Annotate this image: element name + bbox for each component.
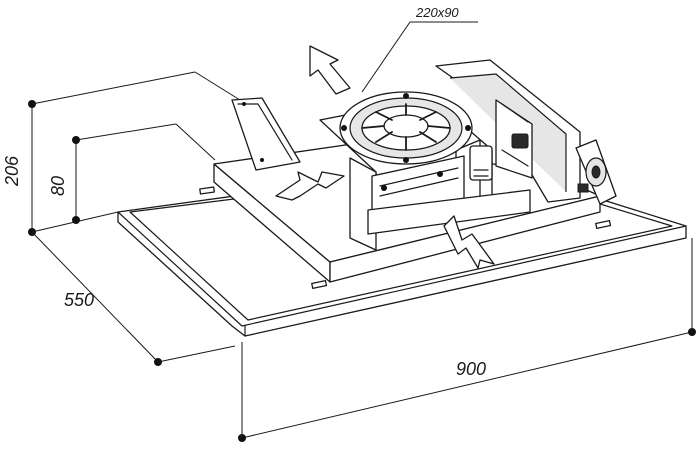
fan-blades (361, 103, 451, 151)
airflow-outline-arrow (309, 45, 351, 95)
left-bracket-plate (231, 97, 301, 171)
ext-line (175, 123, 216, 161)
left-bracket (231, 97, 301, 171)
motor-connector (469, 145, 493, 181)
dim-label-206: 206 (2, 155, 22, 187)
base-panel-top-edge (117, 211, 687, 327)
motor-housing (319, 91, 531, 251)
dim-dot (72, 216, 80, 224)
ext-line (157, 345, 236, 363)
right-bracket (435, 59, 581, 203)
screw (341, 125, 347, 131)
zigzag-arrow-icon (443, 215, 495, 269)
motor-base (367, 189, 531, 235)
ext-line (75, 123, 177, 141)
screw (465, 125, 471, 131)
dim-line-550 (31, 231, 159, 363)
screw (381, 185, 387, 191)
ext-line (194, 71, 241, 101)
screw (242, 102, 246, 106)
dim-line-900 (241, 331, 693, 439)
arrow-outline-icon (309, 45, 351, 95)
capacitor-detail (501, 103, 529, 167)
motor-drum-lines (379, 167, 459, 197)
airflow-zigzag-arrow-right (443, 215, 495, 269)
screw (260, 158, 264, 162)
connector-lines (473, 169, 489, 177)
dim-label-80: 80 (48, 176, 68, 196)
dim-label-900: 900 (456, 359, 486, 379)
screw (403, 93, 409, 99)
dimension-lines (28, 21, 696, 442)
zigzag-arrow-icon (275, 171, 345, 201)
dim-label-duct: 220x90 (415, 5, 459, 20)
knob-center (591, 165, 601, 179)
ext-line (31, 71, 196, 105)
capacitor (511, 133, 529, 149)
switch-block (577, 183, 589, 193)
dim-label-550: 550 (64, 290, 94, 310)
screw (437, 171, 443, 177)
leader-line (361, 21, 411, 93)
airflow-zigzag-arrow-left (275, 171, 345, 201)
screw (403, 157, 409, 163)
slot (595, 219, 612, 230)
end-cap (575, 139, 617, 205)
slot (199, 186, 215, 195)
slot (311, 279, 328, 290)
